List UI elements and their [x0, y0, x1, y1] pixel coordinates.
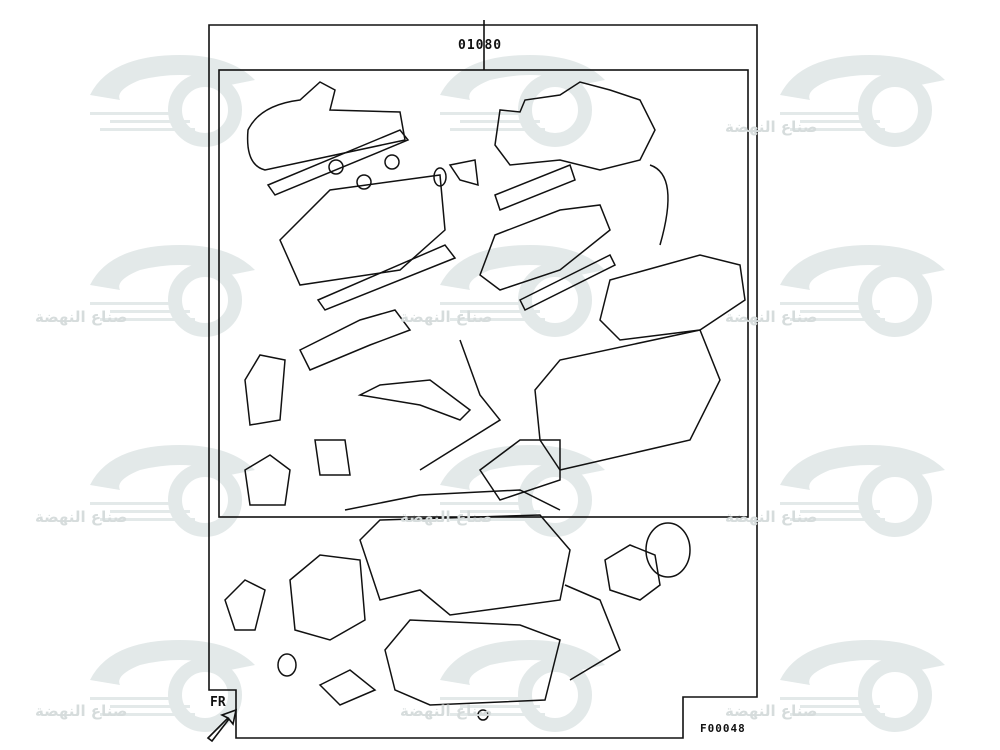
rear-main-seal — [645, 522, 691, 578]
crank-seal — [277, 653, 297, 677]
plug-seal — [328, 159, 344, 175]
head-gasket-left — [316, 244, 457, 311]
watermark-text: صناع النهضة — [725, 508, 818, 526]
thermostat-housing — [357, 379, 472, 421]
watermark-logo-icon — [780, 640, 945, 732]
watermark-text: صناع النهضة — [35, 508, 128, 526]
front-cover — [289, 554, 366, 641]
watermark-logo-icon — [90, 445, 255, 537]
small-gasket — [314, 439, 351, 476]
watermark-text: صناع النهضة — [35, 308, 128, 326]
elbow-pipe — [448, 159, 479, 187]
water-pump — [244, 354, 286, 426]
figure-code-label: F00048 — [700, 722, 746, 735]
watermark-logo-icon — [90, 245, 255, 337]
head-gasket-right — [478, 439, 561, 501]
watermark-text: صناع النهضة — [725, 308, 818, 326]
watermark-logo-icon — [90, 55, 255, 147]
watermark-logo-icon — [780, 245, 945, 337]
watermark-text: صناع النهضة — [400, 308, 493, 326]
watermark-text: صناع النهضة — [400, 508, 493, 526]
oil-strainer — [318, 669, 377, 706]
watermark-text: صناع النهضة — [725, 118, 818, 136]
oil-pan-gasket-upper — [599, 254, 746, 341]
oil-tube — [419, 339, 502, 471]
outer-frame — [208, 24, 758, 739]
watermark-text: صناع النهضة — [725, 702, 818, 720]
watermark-logo-icon — [440, 640, 605, 732]
lower-gaskets — [224, 514, 691, 721]
cylinder-head-right — [479, 204, 611, 291]
valve-cover-seal — [266, 129, 410, 196]
bracket — [224, 579, 266, 631]
exhaust-gasket — [518, 253, 617, 312]
timing-cover-gasket — [244, 454, 291, 506]
fr-direction-label: FR — [210, 695, 226, 710]
watermark-logo-icon — [440, 245, 605, 337]
cooling-pipe — [298, 309, 412, 371]
rear-seal-plate — [604, 544, 661, 601]
watermark-logo-icon — [780, 445, 945, 537]
intake-gasket — [494, 164, 576, 211]
cylinder-head-left — [279, 174, 446, 286]
upper-gaskets — [244, 81, 746, 511]
watermark-text: صناع النهضة — [400, 702, 493, 720]
engine-block-right — [534, 329, 721, 471]
oil-pan-gasket — [384, 619, 561, 706]
dipstick-tube — [564, 584, 621, 681]
block-lower — [344, 489, 561, 511]
tube — [649, 164, 669, 246]
watermark-logo-icon — [440, 445, 605, 537]
drain-plug — [477, 709, 489, 721]
fr-arrow-icon — [206, 708, 238, 743]
o-ring — [433, 167, 447, 187]
inner-kit-frame — [218, 69, 749, 518]
intake-manifold — [494, 81, 656, 171]
valve-cover-gasket — [246, 81, 406, 171]
watermark-logo-icon — [90, 640, 255, 732]
engine-block-lower — [359, 514, 571, 616]
watermark-logo-icon — [780, 55, 945, 147]
part-number-label: 01080 — [458, 38, 503, 53]
watermark-text: صناع النهضة — [35, 702, 128, 720]
